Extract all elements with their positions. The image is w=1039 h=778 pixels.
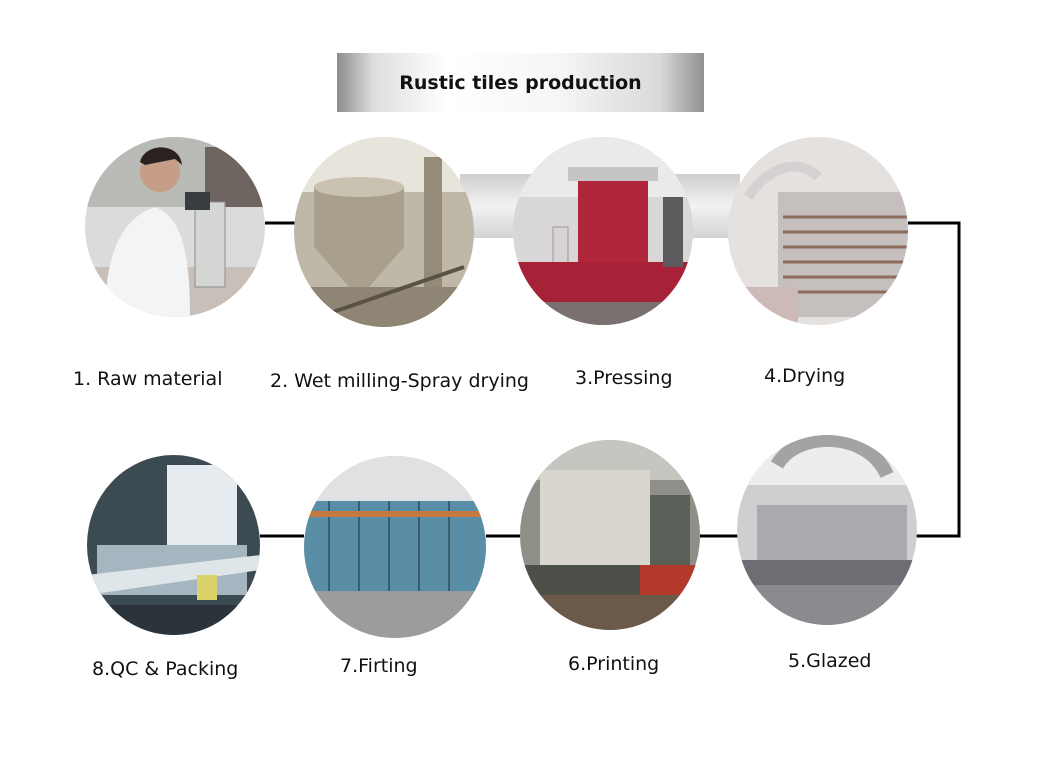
step-6-label: 6.Printing xyxy=(568,653,660,675)
spray-dryer-silo-photo xyxy=(294,137,474,327)
step-6-photo xyxy=(520,440,700,630)
step-5-label: 5.Glazed xyxy=(788,650,872,672)
diagram-title: Rustic tiles production xyxy=(399,71,642,94)
glazing-line-photo xyxy=(737,435,917,625)
press-machine-photo xyxy=(513,137,693,325)
roller-kiln-photo xyxy=(304,456,486,638)
step-3-photo xyxy=(513,137,693,325)
vertical-dryer-photo xyxy=(728,137,908,325)
step-4-label: 4.Drying xyxy=(764,365,846,387)
step-5-photo xyxy=(737,435,917,625)
step-7-photo xyxy=(304,456,486,638)
step-8-label: 8.QC & Packing xyxy=(92,658,239,680)
sorting-packing-line-photo xyxy=(87,455,260,635)
title-banner: Rustic tiles production xyxy=(337,53,704,112)
step-1-photo xyxy=(85,137,265,317)
step-2-photo xyxy=(294,137,474,327)
step-4-photo xyxy=(728,137,908,325)
step-1-label: 1. Raw material xyxy=(73,368,223,390)
step-3-label: 3.Pressing xyxy=(575,367,673,389)
step-2-label: 2. Wet milling-Spray drying xyxy=(270,370,529,392)
digital-printer-photo xyxy=(520,440,700,630)
step-7-label: 7.Firting xyxy=(340,655,418,677)
connector-4-5 xyxy=(908,221,961,538)
lab-technician-microscope-photo xyxy=(85,137,265,317)
step-8-photo xyxy=(87,455,260,635)
